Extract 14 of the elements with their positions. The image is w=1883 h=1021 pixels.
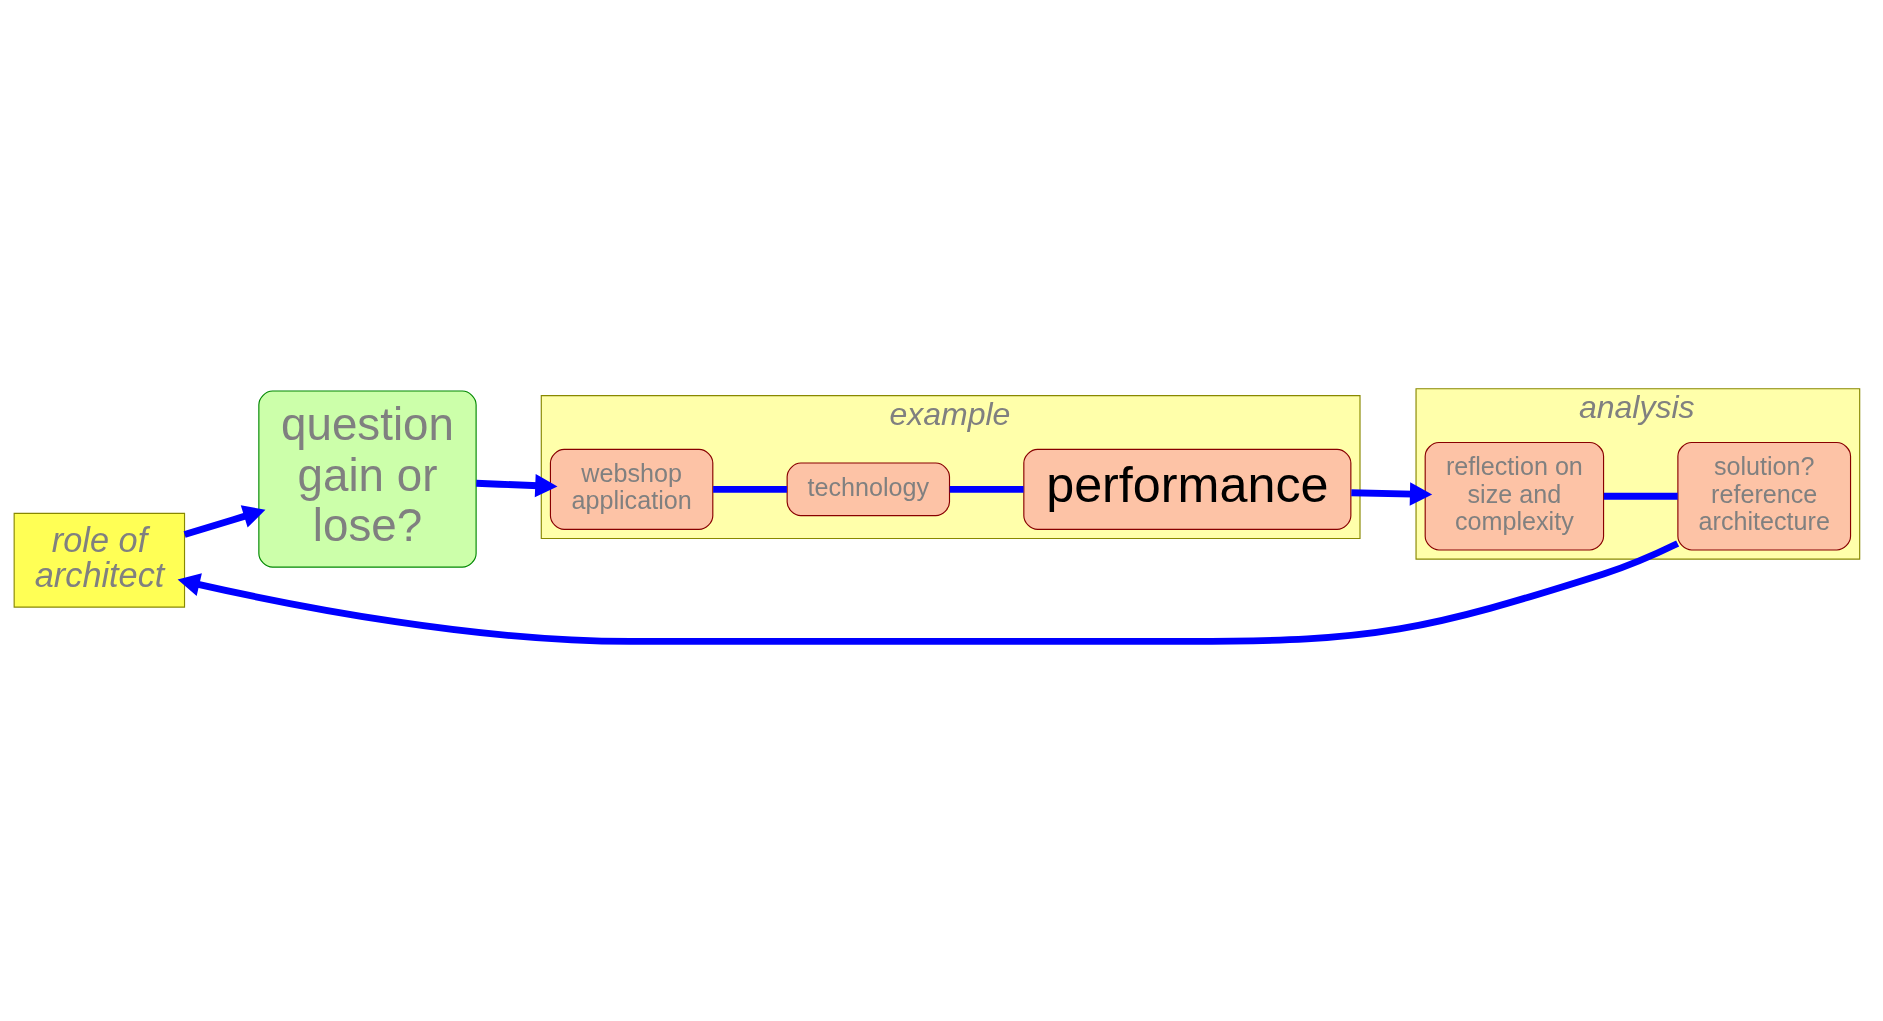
arrow: [183, 505, 266, 538]
node-box: solution? reference architecture: [1677, 441, 1852, 551]
arrow: [1351, 482, 1433, 506]
arrow: [177, 540, 1680, 645]
node-box: reflection on size and complexity: [1424, 441, 1605, 551]
node-box: role of architect: [13, 512, 186, 608]
connector: [713, 485, 787, 493]
node-box: technology: [786, 462, 951, 517]
connector: [1603, 492, 1678, 500]
connector: [949, 485, 1024, 493]
node-box: question gain or lose?: [258, 390, 477, 568]
node-box: webshop application: [549, 448, 714, 530]
arrow: [476, 473, 558, 498]
node-box: performance: [1023, 448, 1352, 530]
